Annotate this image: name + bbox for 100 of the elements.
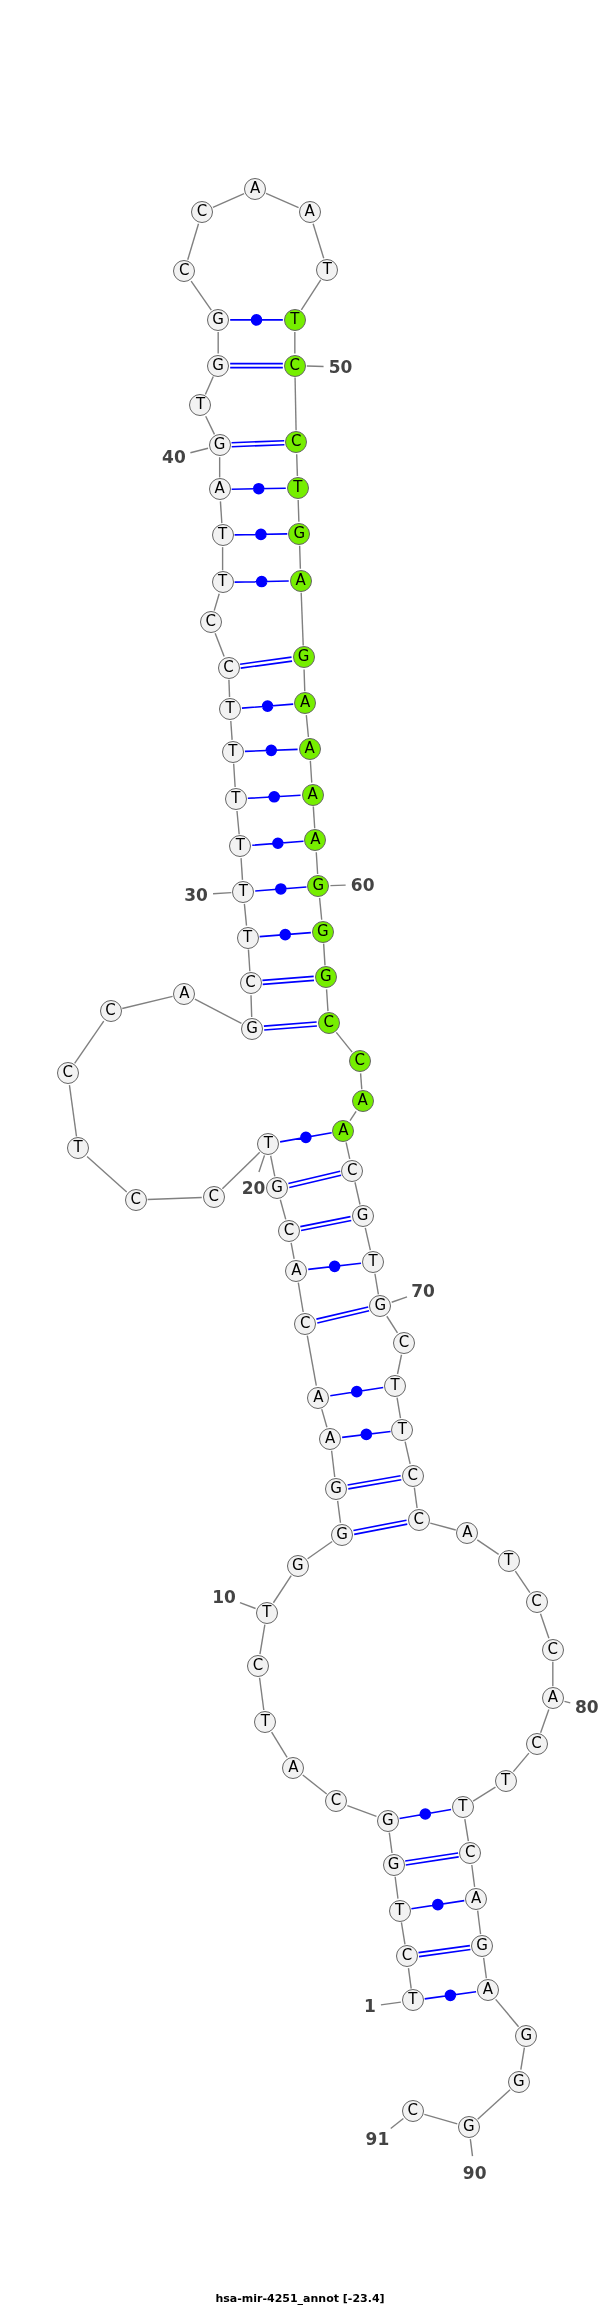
nucleotide-circle: C (99, 1000, 122, 1023)
nucleotide-circle: T (497, 1550, 520, 1573)
leader-line (469, 2138, 474, 2157)
nucleotide-circle: C (283, 354, 306, 377)
base-pair-line (233, 575, 290, 588)
backbone-line (388, 1831, 393, 1854)
backbone-line (464, 1818, 470, 1842)
backbone-line (250, 994, 253, 1018)
base-pair-line (258, 928, 312, 941)
backbone-line (303, 668, 306, 692)
nucleotide-circle: T (189, 394, 212, 417)
nucleotide-circle: G (515, 2024, 538, 2047)
nucleotide-circle: C (294, 1312, 317, 1335)
backbone-line (476, 2088, 511, 2120)
nucleotide-circle: T (211, 524, 234, 547)
backbone-line (512, 1752, 530, 1773)
nucleotide-circle: C (277, 1219, 300, 1242)
backbone-line (364, 1227, 372, 1251)
nucleotide-circle: C (525, 1591, 548, 1614)
backbone-line (194, 998, 243, 1025)
base-pair-line (247, 791, 302, 803)
backbone-line (552, 1660, 554, 1687)
backbone-line (305, 714, 310, 738)
nucleotide-circle: T (494, 1769, 517, 1792)
caption: hsa-mir-4251_annot [-23.4] (214, 2292, 386, 2305)
backbone-line (539, 1613, 550, 1639)
nucleotide-circle: C (285, 431, 308, 454)
leader-line (563, 1700, 571, 1704)
backbone-line (279, 1199, 287, 1221)
backbone-line (230, 720, 233, 741)
backbone-line (272, 1574, 292, 1604)
nucleotide-circle: G (311, 920, 334, 943)
backbone-line (359, 1072, 363, 1090)
backbone-line (482, 1957, 488, 1979)
backbone-line (318, 897, 323, 921)
nucleotide-circle: C (239, 972, 262, 995)
backbone-line (258, 1677, 265, 1711)
leader-line (380, 2001, 402, 2006)
nucleotide-circle: T (229, 835, 252, 858)
nucleotide-circle: G (286, 1554, 309, 1577)
nucleotide-circle: C (341, 1159, 364, 1182)
backbone-line (336, 1500, 342, 1524)
nucleotide-circle: C (199, 611, 222, 634)
base-pair-line (251, 837, 305, 850)
backbone-line (236, 810, 240, 835)
nucleotide-circle: C (173, 260, 196, 283)
backbone-line (330, 1450, 336, 1478)
base-pair-line (229, 314, 284, 326)
position-number: 60 (350, 874, 375, 895)
nucleotide-circle: T (361, 1250, 384, 1273)
nucleotide-circle: C (392, 1332, 415, 1354)
backbone-line (386, 1315, 399, 1334)
nucleotide-circle: A (289, 569, 312, 592)
nucleotide-circle: G (207, 354, 230, 377)
nucleotide-circle: G (457, 2116, 480, 2139)
backbone-line (407, 1967, 412, 1990)
position-number: 30 (184, 884, 208, 905)
backbone-line (213, 593, 220, 612)
backbone-line (294, 376, 297, 431)
nucleotide-circle: A (332, 1119, 355, 1142)
backbone-line (243, 903, 248, 927)
base-pair-line (233, 528, 289, 541)
nucleotide-circle: T (286, 476, 309, 499)
nucleotide-circle: G (325, 1477, 348, 1500)
nucleotide-circle: G (369, 1295, 392, 1318)
nucleotide-circle: T (451, 1796, 474, 1819)
leader-line (212, 891, 232, 895)
backbone-line (306, 1334, 317, 1387)
position-number: 91 (365, 2129, 390, 2150)
backbone-line (269, 1155, 276, 1178)
backbone-line (190, 280, 212, 311)
nucleotide-circle: G (208, 434, 231, 457)
nucleotide-circle: C (541, 1638, 564, 1661)
position-number: 50 (328, 357, 353, 378)
nucleotide-circle: C (202, 1186, 225, 1209)
nucleotide-circle: G (292, 646, 315, 669)
backbone-line (297, 1281, 304, 1313)
nucleotide-circle: A (541, 1687, 564, 1710)
base-pair-line (404, 1852, 460, 1866)
nucleotide-circle: G (314, 966, 337, 989)
base-pair-line (229, 362, 284, 369)
base-pair-line (254, 883, 308, 895)
backbone-line (217, 331, 219, 355)
backbone-line (472, 1786, 497, 1802)
backbone-line (312, 805, 316, 830)
nucleotide-circle: A (319, 1427, 342, 1450)
position-number: 80 (574, 1697, 599, 1718)
backbone-line (349, 1110, 357, 1122)
nucleotide-circle: G (382, 1853, 405, 1876)
backbone-line (296, 453, 299, 477)
leader-line (306, 365, 325, 368)
leader-line (239, 1601, 257, 1610)
base-pair-line (244, 744, 299, 757)
backbone-line (146, 1196, 203, 1201)
backbone-line (68, 1084, 78, 1138)
backbone-line (73, 1020, 105, 1065)
nucleotide-circle: T (388, 1899, 411, 1922)
nucleotide-circle: C (317, 1012, 340, 1035)
nucleotide-circle: C (124, 1189, 147, 1211)
nucleotide-circle: A (244, 177, 267, 200)
